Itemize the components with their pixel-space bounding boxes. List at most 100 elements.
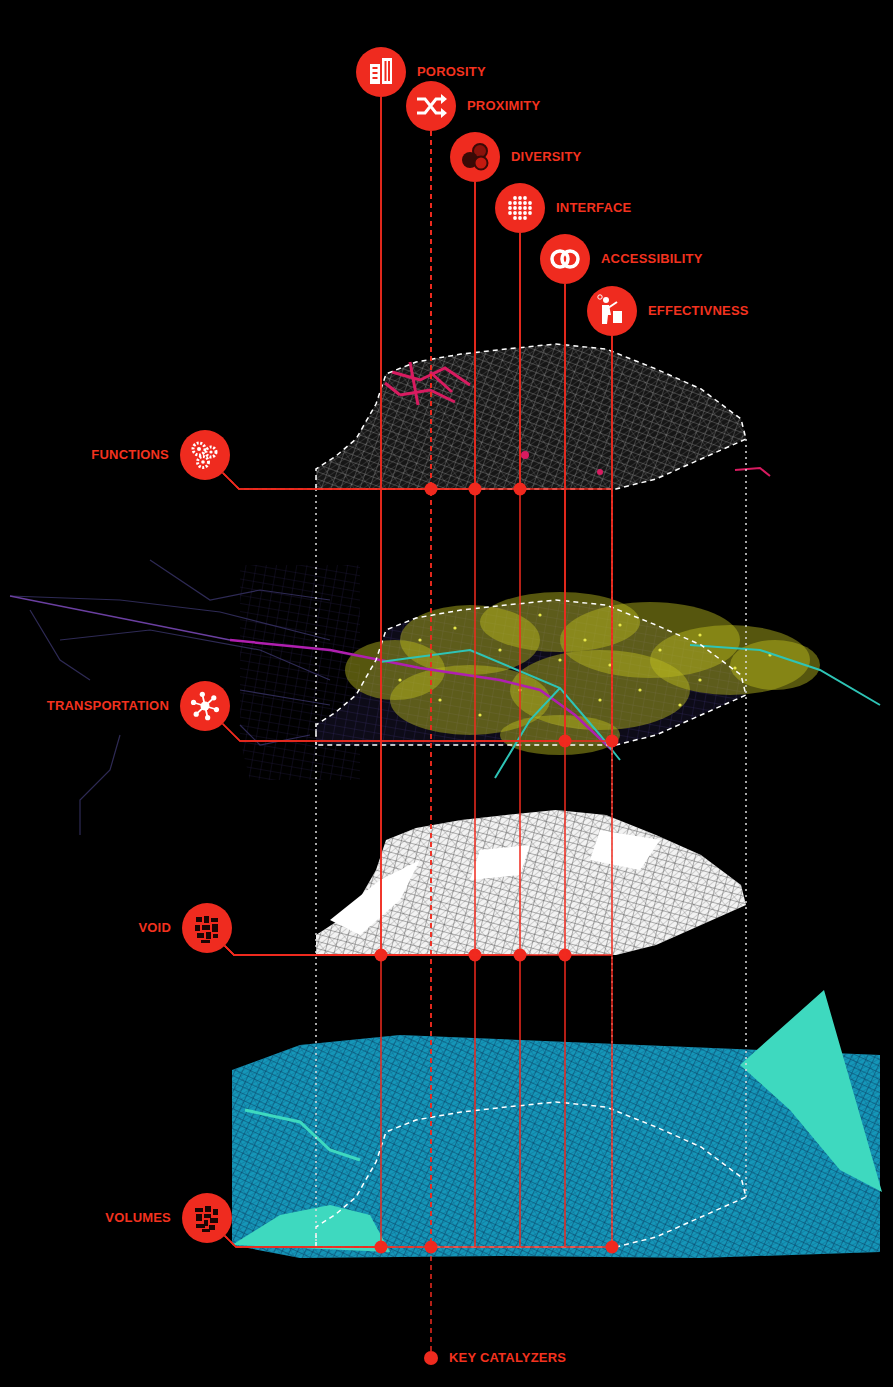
connector-line: [225, 131, 431, 1247]
icon-glyph: [508, 201, 512, 205]
icon-glyph: [213, 934, 218, 938]
transportation-map: [10, 596, 230, 640]
transportation-map: [658, 648, 661, 651]
icon-glyph: [205, 1206, 211, 1212]
functions-map: [521, 451, 529, 459]
transportation-map: [598, 698, 601, 701]
connector-line: [225, 182, 475, 955]
icon-glyph: [370, 58, 392, 84]
transportation-map: [418, 638, 421, 641]
icon-glyph: [528, 206, 532, 210]
connector-line: [225, 284, 565, 955]
transportation-map: [10, 560, 880, 835]
icon-circle: [356, 47, 406, 97]
icon-glyph: [528, 201, 532, 205]
icon-glyph: [598, 295, 602, 299]
icon-glyph: [508, 196, 532, 220]
icon-glyph: [523, 211, 527, 215]
connector-line: [223, 182, 475, 489]
icon-glyph: [201, 940, 210, 943]
icon-glyph: [195, 1206, 218, 1232]
transportation-map: [478, 713, 481, 716]
layer-icon: FUNCTIONS: [89, 430, 230, 480]
icon-glyph: [206, 932, 211, 939]
functions-map: [316, 344, 770, 489]
icon-glyph: [198, 457, 209, 468]
icon-glyph: [603, 297, 609, 303]
transportation-map: [345, 592, 820, 755]
icon-glyph: [193, 443, 216, 468]
icon-circle: [495, 183, 545, 233]
connector-line: [225, 97, 381, 955]
icon-glyph: [608, 302, 617, 308]
icon-glyph: [195, 1208, 203, 1212]
icon-glyph: [552, 251, 578, 267]
layer-icon: VOLUMES: [103, 1193, 232, 1243]
icon-glyph: [191, 692, 219, 721]
void-map: [330, 830, 660, 935]
connector-line: [223, 131, 431, 489]
icon-glyph: [441, 94, 447, 118]
node-label: FUNCTIONS: [89, 447, 171, 463]
icon-circle: [424, 1351, 438, 1365]
transportation-map: [638, 688, 641, 691]
icon-circle: [182, 903, 232, 953]
projection-line: [745, 439, 747, 1197]
volumes-map: [740, 990, 882, 1192]
icon-glyph: [196, 1214, 202, 1221]
connector-line: [223, 336, 612, 741]
transportation-map: [453, 626, 456, 629]
icon-glyph: [523, 206, 527, 210]
icon-circle: [540, 234, 590, 284]
transportation-map: [380, 645, 880, 778]
transportation-map: [583, 638, 586, 641]
transportation-map: [698, 633, 701, 636]
volumes-map: [232, 1205, 390, 1252]
transportation-map: [608, 663, 611, 666]
icon-glyph: [518, 216, 522, 220]
icon-glyph: [191, 700, 196, 705]
icon-circle: [182, 1193, 232, 1243]
icon-glyph: [204, 1214, 211, 1218]
node-label: ACCESSIBILITY: [599, 251, 705, 267]
icon-glyph: [201, 702, 210, 711]
node-label: VOID: [136, 920, 173, 936]
icon-circle: [450, 132, 500, 182]
icon-glyph: [513, 211, 517, 215]
icon-glyph: [194, 712, 199, 717]
connector-line: [223, 284, 565, 741]
icon-glyph: [417, 94, 447, 118]
transportation-map: [538, 613, 541, 616]
icon-glyph: [518, 201, 522, 205]
icon-circle: [424, 1351, 438, 1365]
icon-glyph: [195, 925, 200, 931]
icon-glyph: [196, 1224, 205, 1228]
icon-glyph: [193, 443, 205, 455]
transportation-map: [500, 715, 620, 755]
icon-glyph: [370, 64, 380, 84]
volumes-map: [232, 990, 882, 1258]
icon-circle: [180, 430, 230, 480]
icon-circle: [182, 903, 232, 953]
transportation-map: [498, 648, 501, 651]
node-label: TRANSPORTATION: [45, 698, 171, 714]
projection-line: [315, 489, 317, 1247]
criterion-icon: ACCESSIBILITY: [540, 234, 705, 284]
icon-glyph: [475, 157, 488, 170]
layer-icon: TRANSPORTATION: [45, 681, 230, 731]
icon-circle: [180, 430, 230, 480]
connector-line: [225, 336, 612, 1247]
icon-glyph: [523, 216, 527, 220]
layer-icon: VOID: [136, 903, 232, 953]
icon-glyph: [518, 211, 522, 215]
transportation-map: [618, 623, 621, 626]
icon-glyph: [373, 72, 378, 74]
transportation-map: [398, 678, 401, 681]
icon-glyph: [211, 695, 216, 700]
icon-glyph: [523, 196, 527, 200]
icon-glyph: [204, 916, 209, 923]
icon-glyph: [202, 1229, 210, 1232]
icon-circle: [182, 903, 232, 953]
